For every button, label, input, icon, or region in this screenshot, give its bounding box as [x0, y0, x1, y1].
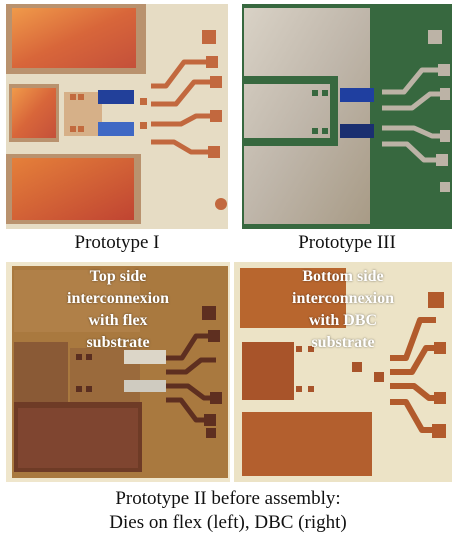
prototype-1-caption: Prototype I — [74, 232, 160, 253]
dbc-interconnexion-label: Bottom side interconnexion with DBC subs… — [292, 268, 394, 351]
prototype-2-dbc-photo — [234, 262, 452, 482]
prototype-2-caption-line2: Dies on flex (left), DBC (right) — [109, 512, 347, 533]
prototype-3-photo — [242, 4, 452, 229]
prototype-2-caption: Prototype II before assembly: Dies on fl… — [0, 487, 456, 535]
prototype-2-caption-line1: Prototype II before assembly: — [115, 488, 341, 509]
prototype-1-photo — [6, 4, 228, 229]
prototype-2-flex-photo — [6, 262, 230, 482]
flex-interconnexion-label: Top side interconnexion with flex substr… — [67, 268, 169, 351]
prototype-3-caption: Prototype III — [298, 232, 396, 253]
